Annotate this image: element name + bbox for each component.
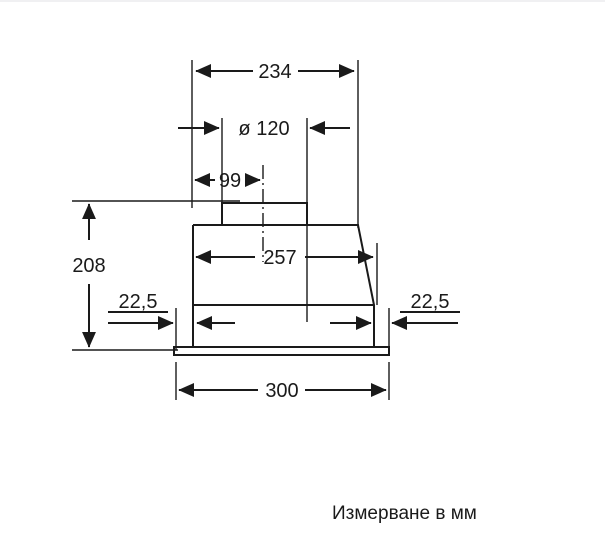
dimension-label-208: 208 [72, 255, 105, 277]
bottom-flange-plate [173, 346, 390, 356]
dimension-label-99: 99 [219, 170, 241, 192]
dimension-label-inset-left: 22,5 [119, 291, 158, 313]
extension-lines [72, 60, 390, 400]
top-border-hairline [0, 0, 605, 2]
dimension-arrows [81, 63, 458, 398]
dimension-label-234: 234 [258, 61, 291, 83]
units-caption: Измерване в мм [332, 503, 477, 524]
dimension-label-257: 257 [263, 247, 296, 269]
dimension-labels: 234 ø 120 99 208 257 22,5 22,5 300 [72, 61, 449, 402]
duct-stub-rect [221, 202, 308, 225]
hood-outline [173, 202, 390, 356]
dimension-label-duct-diameter: ø 120 [238, 118, 289, 140]
dimension-label-300: 300 [265, 380, 298, 402]
hood-body [192, 224, 375, 347]
dimension-label-inset-right: 22,5 [411, 291, 450, 313]
